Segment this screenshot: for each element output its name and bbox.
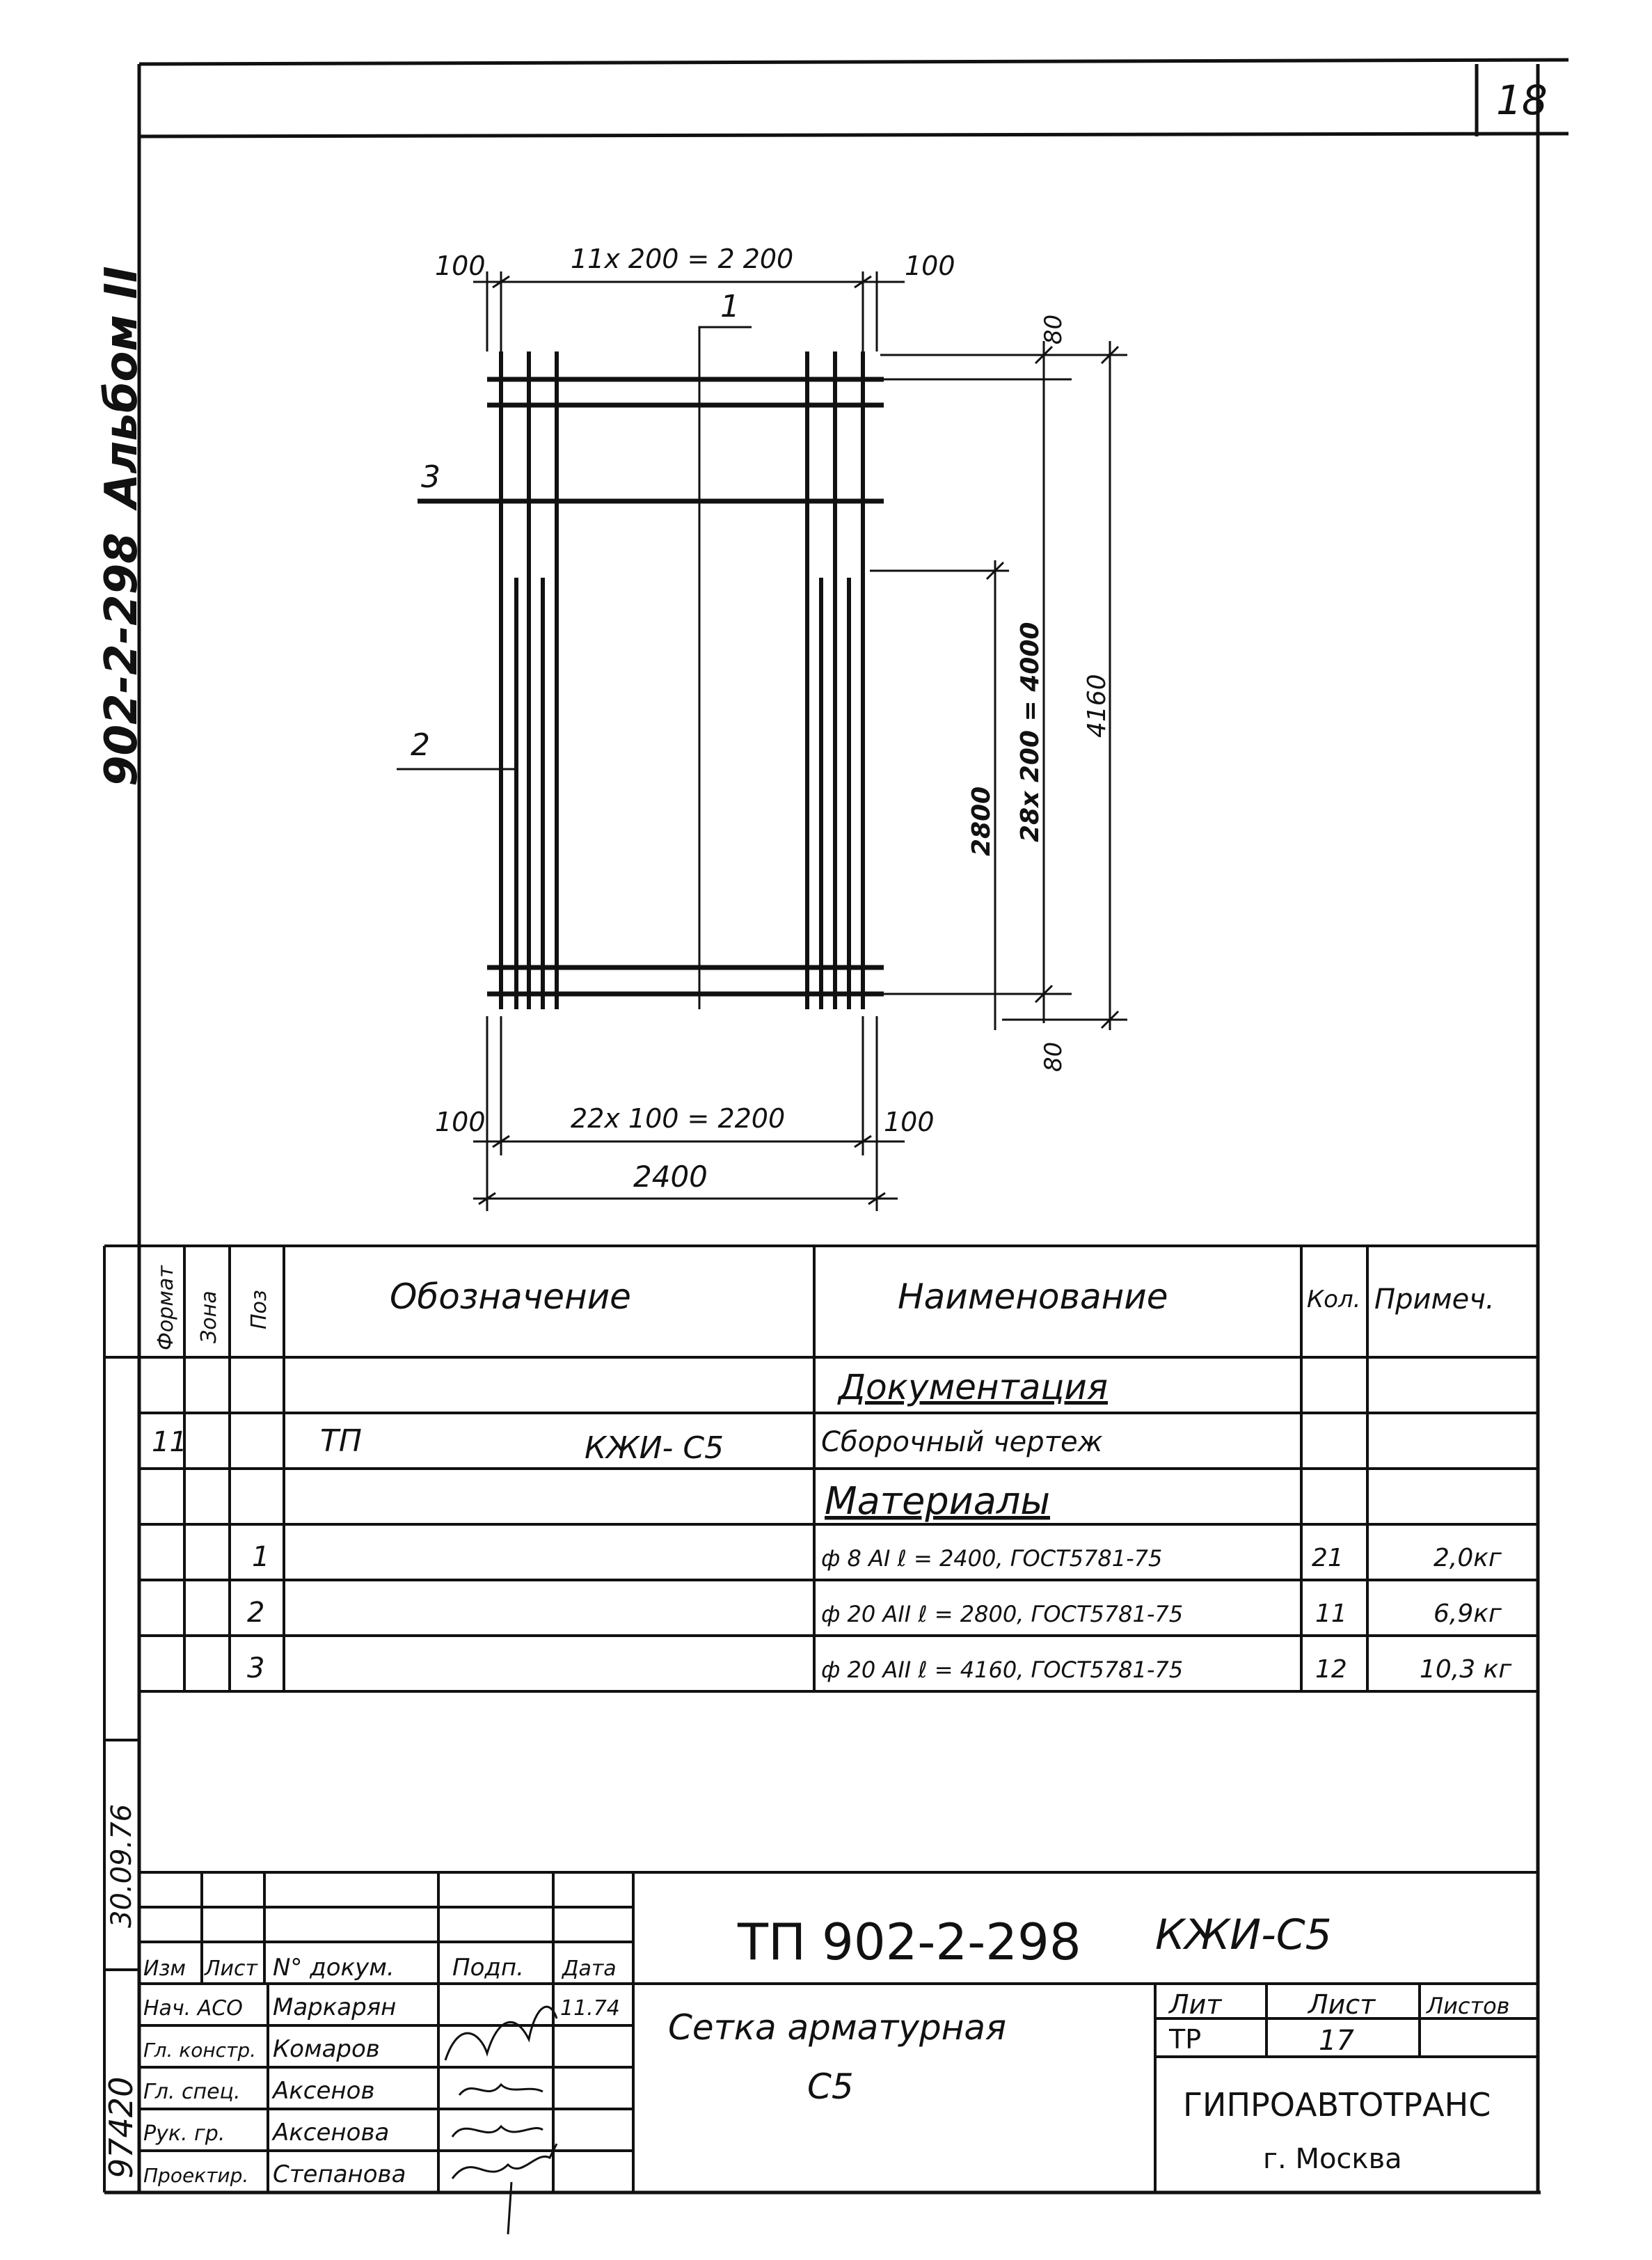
title-line2: С5 — [807, 2067, 854, 2107]
col-doc: N° докум. — [273, 1954, 395, 1982]
row-note: 2,0кг — [1433, 1544, 1502, 1572]
dim-overall-width: 2400 — [633, 1160, 708, 1194]
lit-value: ТР — [1168, 2024, 1201, 2055]
role-name-4: Степанова — [273, 2160, 406, 2188]
header-note: Примеч. — [1374, 1283, 1495, 1315]
row-name: Документация — [837, 1367, 1108, 1407]
dim-top-left: 100 — [435, 251, 486, 281]
leader-pos-1 — [698, 326, 752, 379]
spec-row: 11 ТП КЖИ- С5 Сборочный чертеж — [152, 1423, 1103, 1466]
row-pos: 3 — [247, 1652, 264, 1684]
role-date-0: 11.74 — [560, 1996, 620, 2021]
role-1: Гл. констр. — [143, 2039, 256, 2062]
vertical-bars-short — [514, 578, 851, 1009]
row-qty: 21 — [1312, 1544, 1344, 1572]
role-name-0: Маркарян — [273, 1993, 396, 2021]
spec-row: 3 ф 20 АII ℓ = 4160, ГОСТ5781-75 12 10,3… — [247, 1652, 1512, 1684]
sheet-label: Лист — [1307, 1989, 1376, 2020]
row-note: 6,9кг — [1433, 1599, 1502, 1628]
spec-row: Материалы — [825, 1479, 1050, 1523]
row-qty: 12 — [1315, 1655, 1347, 1684]
spec-table-grid — [103, 1244, 1538, 1874]
position-3-label: 3 — [421, 459, 440, 495]
dim-bottom-right: 100 — [884, 1107, 935, 1137]
spec-row: 1 ф 8 АI ℓ = 2400, ГОСТ5781-75 21 2,0кг — [252, 1541, 1502, 1573]
dimension-bottom — [473, 1016, 905, 1211]
dimension-top — [473, 271, 905, 351]
dim-bottom-left: 100 — [435, 1107, 486, 1137]
sheet-number: 18 — [1496, 77, 1548, 124]
vertical-bars-full — [499, 351, 865, 1009]
row-name: ф 20 АII ℓ = 2800, ГОСТ5781-75 — [821, 1601, 1183, 1627]
title-code: ТП 902-2-298 — [737, 1913, 1081, 1971]
dim-bottom-center: 22x 100 = 2200 — [571, 1103, 785, 1134]
title-line1: Сетка арматурная — [668, 2007, 1006, 2048]
role-name-3: Аксенова — [271, 2119, 389, 2147]
col-date: Дата — [561, 1957, 617, 1981]
position-2-label: 2 — [411, 727, 430, 763]
role-4: Проектир. — [143, 2164, 248, 2187]
horizontal-bars — [487, 377, 884, 997]
role-0: Нач. АСО — [143, 1996, 243, 2021]
row-name: ф 8 АI ℓ = 2400, ГОСТ5781-75 — [821, 1545, 1162, 1572]
title-code-suffix: КЖИ-С5 — [1155, 1911, 1332, 1959]
dimension-right — [870, 341, 1127, 1030]
header-zone: Зона — [197, 1290, 221, 1343]
lit-label: Лит — [1168, 1989, 1223, 2020]
position-1-label: 1 — [720, 289, 740, 324]
header-format: Формат — [154, 1265, 178, 1350]
row-designation-b: КЖИ- С5 — [585, 1430, 724, 1466]
title-block-grid — [138, 1872, 1538, 2192]
inventory-date: 30.09.76 — [106, 1804, 138, 1928]
dim-inner-height: 2800 — [967, 787, 996, 856]
dim-overall-height: 4160 — [1083, 674, 1111, 738]
spec-row: Документация — [837, 1367, 1108, 1407]
mesh-drawing — [397, 271, 1127, 1211]
header-pos: Поз — [247, 1290, 271, 1329]
sheet-frame — [104, 58, 1569, 2195]
header-designation: Обозначение — [390, 1277, 631, 1317]
row-pos: 2 — [247, 1597, 264, 1629]
inventory-number: 97420 — [102, 2077, 140, 2179]
dim-right-top: 80 — [1040, 315, 1067, 345]
role-name-1: Комаров — [273, 2035, 380, 2063]
sheet-value: 17 — [1319, 2025, 1354, 2057]
row-qty: 11 — [1315, 1599, 1347, 1628]
org-name: ГИПРОАВТОТРАНС — [1183, 2086, 1491, 2124]
role-2: Гл. спец. — [143, 2080, 240, 2104]
row-name: Материалы — [825, 1479, 1050, 1523]
row-format: 11 — [152, 1426, 187, 1458]
side-album: Альбом II — [96, 266, 148, 512]
signatures — [444, 2005, 558, 2235]
spec-row: 2 ф 20 АII ℓ = 2800, ГОСТ5781-75 11 6,9к… — [247, 1597, 1502, 1629]
row-name: ф 20 АII ℓ = 4160, ГОСТ5781-75 — [821, 1657, 1183, 1683]
row-note: 10,3 кг — [1420, 1655, 1512, 1684]
dim-spacing-vertical: 28x 200 = 4000 — [1016, 622, 1045, 842]
inventory-strip — [103, 1739, 139, 2192]
dim-right-bottom: 80 — [1040, 1042, 1067, 1072]
dim-top-right: 100 — [905, 251, 955, 281]
side-code: 902-2-298 — [96, 532, 148, 787]
role-name-2: Аксенов — [271, 2077, 374, 2105]
row-designation-a: ТП — [320, 1423, 362, 1459]
row-pos: 1 — [252, 1541, 269, 1573]
sheets-label: Листов — [1426, 1993, 1510, 2019]
col-sign: Подп. — [452, 1954, 524, 1982]
header-name: Наименование — [898, 1277, 1168, 1317]
dim-top-center: 11x 200 = 2 200 — [571, 244, 793, 274]
org-city: г. Москва — [1263, 2143, 1402, 2175]
col-izm: Изм — [143, 1957, 186, 1981]
row-name: Сборочный чертеж — [821, 1426, 1103, 1458]
header-qty: Кол. — [1307, 1286, 1360, 1313]
role-3: Рук. гр. — [143, 2121, 225, 2146]
col-list: Лист — [204, 1957, 259, 1981]
